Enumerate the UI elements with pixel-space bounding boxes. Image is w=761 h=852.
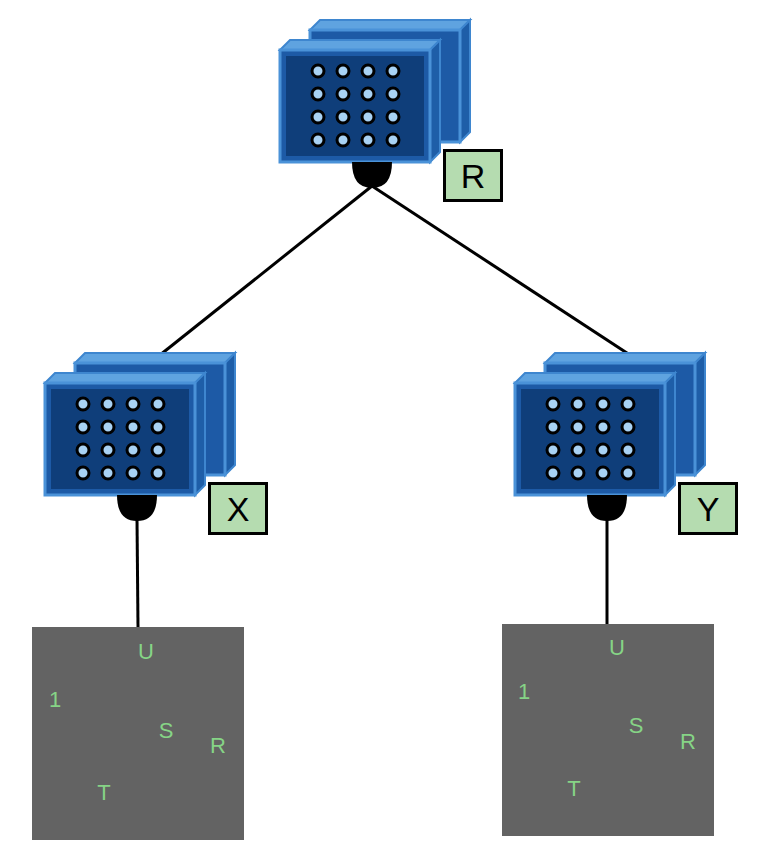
network-layer: R bbox=[280, 22, 462, 188]
network-layer: X bbox=[45, 355, 227, 521]
layer-block bbox=[515, 355, 697, 523]
image-character: R bbox=[680, 731, 696, 753]
network-layer: Y bbox=[515, 355, 697, 521]
image-character: R bbox=[210, 735, 226, 757]
input-image: U 1S R T bbox=[32, 627, 244, 840]
image-character: T bbox=[97, 782, 110, 804]
image-character: 1 bbox=[518, 681, 530, 703]
image-character: T bbox=[567, 778, 580, 800]
image-character: S bbox=[159, 720, 174, 742]
layer-label: R bbox=[443, 149, 503, 202]
connection-line bbox=[372, 186, 630, 355]
layer-block bbox=[280, 22, 462, 190]
connection-line bbox=[606, 519, 609, 624]
connection-line bbox=[137, 519, 138, 627]
image-character: U bbox=[609, 637, 625, 659]
layer-label: X bbox=[208, 482, 268, 535]
connection-line bbox=[160, 186, 372, 355]
image-character: S bbox=[629, 715, 644, 737]
input-image: U 1S R T bbox=[502, 624, 714, 836]
layer-block bbox=[45, 355, 227, 523]
image-character: U bbox=[138, 641, 154, 663]
layer-label: Y bbox=[678, 482, 738, 535]
image-character: 1 bbox=[49, 689, 61, 711]
